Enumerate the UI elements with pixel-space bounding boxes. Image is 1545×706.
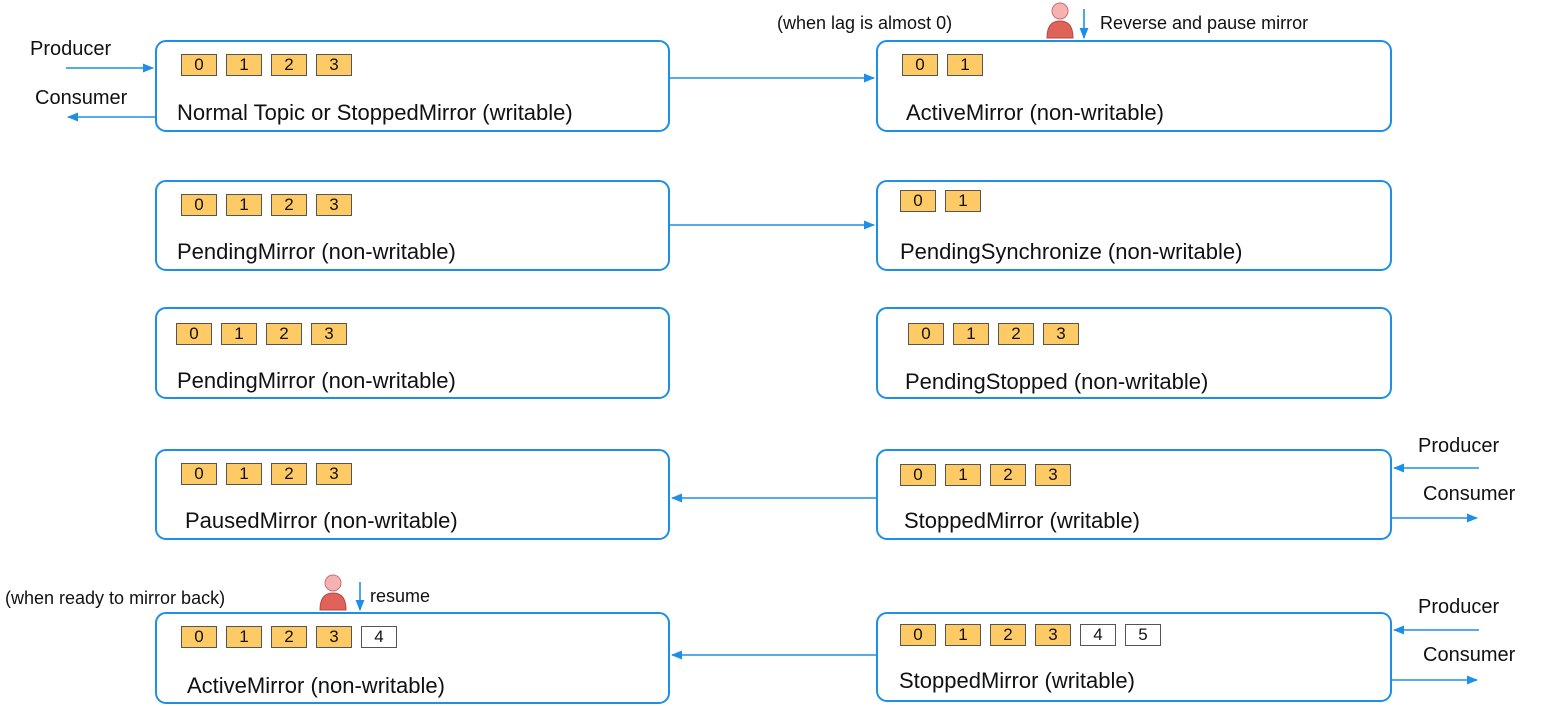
partition-cell: 1 — [947, 54, 983, 76]
partition-cell: 0 — [900, 624, 936, 646]
state-label: PendingMirror (non-writable) — [177, 368, 456, 393]
partition-cell: 3 — [316, 194, 352, 216]
partition-cell: 0 — [908, 323, 944, 345]
producer-label: Producer — [1418, 435, 1500, 457]
partition-cell: 1 — [226, 626, 262, 648]
note-ready: (when ready to mirror back) — [5, 588, 226, 608]
partition-cell: 0 — [181, 626, 217, 648]
user-icon — [319, 574, 347, 611]
state-label: ActiveMirror (non-writable) — [187, 673, 445, 698]
partition-cell-empty: 4 — [361, 626, 397, 648]
partition-cell: 3 — [316, 54, 352, 76]
partition-cell: 0 — [176, 323, 212, 345]
partition-cell: 2 — [271, 194, 307, 216]
partition-cell: 3 — [1043, 323, 1079, 345]
partition-cell: 2 — [271, 626, 307, 648]
state-label: PendingSynchronize (non-writable) — [900, 239, 1243, 264]
partition-cell: 1 — [226, 54, 262, 76]
consumer-label: Consumer — [1423, 644, 1516, 666]
producer-label: Producer — [1418, 596, 1500, 618]
partition-cell: 3 — [316, 626, 352, 648]
state-label: StoppedMirror (writable) — [904, 508, 1140, 533]
state-label: ActiveMirror (non-writable) — [906, 100, 1164, 125]
state-label: Normal Topic or StoppedMirror (writable) — [177, 100, 573, 125]
state-label: PendingMirror (non-writable) — [177, 239, 456, 264]
partition-cell: 0 — [900, 464, 936, 486]
partition-cell: 0 — [181, 194, 217, 216]
partition-cell: 2 — [271, 54, 307, 76]
partition-cell: 0 — [900, 190, 936, 212]
partition-cell-empty: 5 — [1125, 624, 1161, 646]
partition-cell: 2 — [266, 323, 302, 345]
partition-cell: 1 — [226, 194, 262, 216]
state-label: PendingStopped (non-writable) — [905, 369, 1209, 394]
partition-cell: 3 — [316, 463, 352, 485]
producer-label: Producer — [30, 38, 112, 60]
partition-cell: 0 — [181, 463, 217, 485]
partition-cell: 3 — [311, 323, 347, 345]
user-icon — [1046, 2, 1074, 39]
partition-cell: 2 — [271, 463, 307, 485]
partition-cell: 3 — [1035, 464, 1071, 486]
note-reverse: Reverse and pause mirror — [1100, 13, 1309, 33]
partition-cell: 1 — [945, 190, 981, 212]
partition-cell: 3 — [1035, 624, 1071, 646]
partition-cell: 1 — [226, 463, 262, 485]
state-label: PausedMirror (non-writable) — [185, 508, 458, 533]
partition-cell: 1 — [221, 323, 257, 345]
note-resume: resume — [370, 586, 431, 606]
partition-cell: 2 — [990, 624, 1026, 646]
consumer-label: Consumer — [35, 87, 128, 109]
partition-cell: 1 — [945, 624, 981, 646]
note-lag: (when lag is almost 0) — [777, 13, 953, 33]
consumer-label: Consumer — [1423, 483, 1516, 505]
partition-cell: 1 — [953, 323, 989, 345]
state-label: StoppedMirror (writable) — [899, 668, 1135, 693]
partition-cell-empty: 4 — [1080, 624, 1116, 646]
partition-cell: 0 — [181, 54, 217, 76]
partition-cell: 0 — [902, 54, 938, 76]
partition-cell: 1 — [945, 464, 981, 486]
partition-cell: 2 — [998, 323, 1034, 345]
partition-cell: 2 — [990, 464, 1026, 486]
